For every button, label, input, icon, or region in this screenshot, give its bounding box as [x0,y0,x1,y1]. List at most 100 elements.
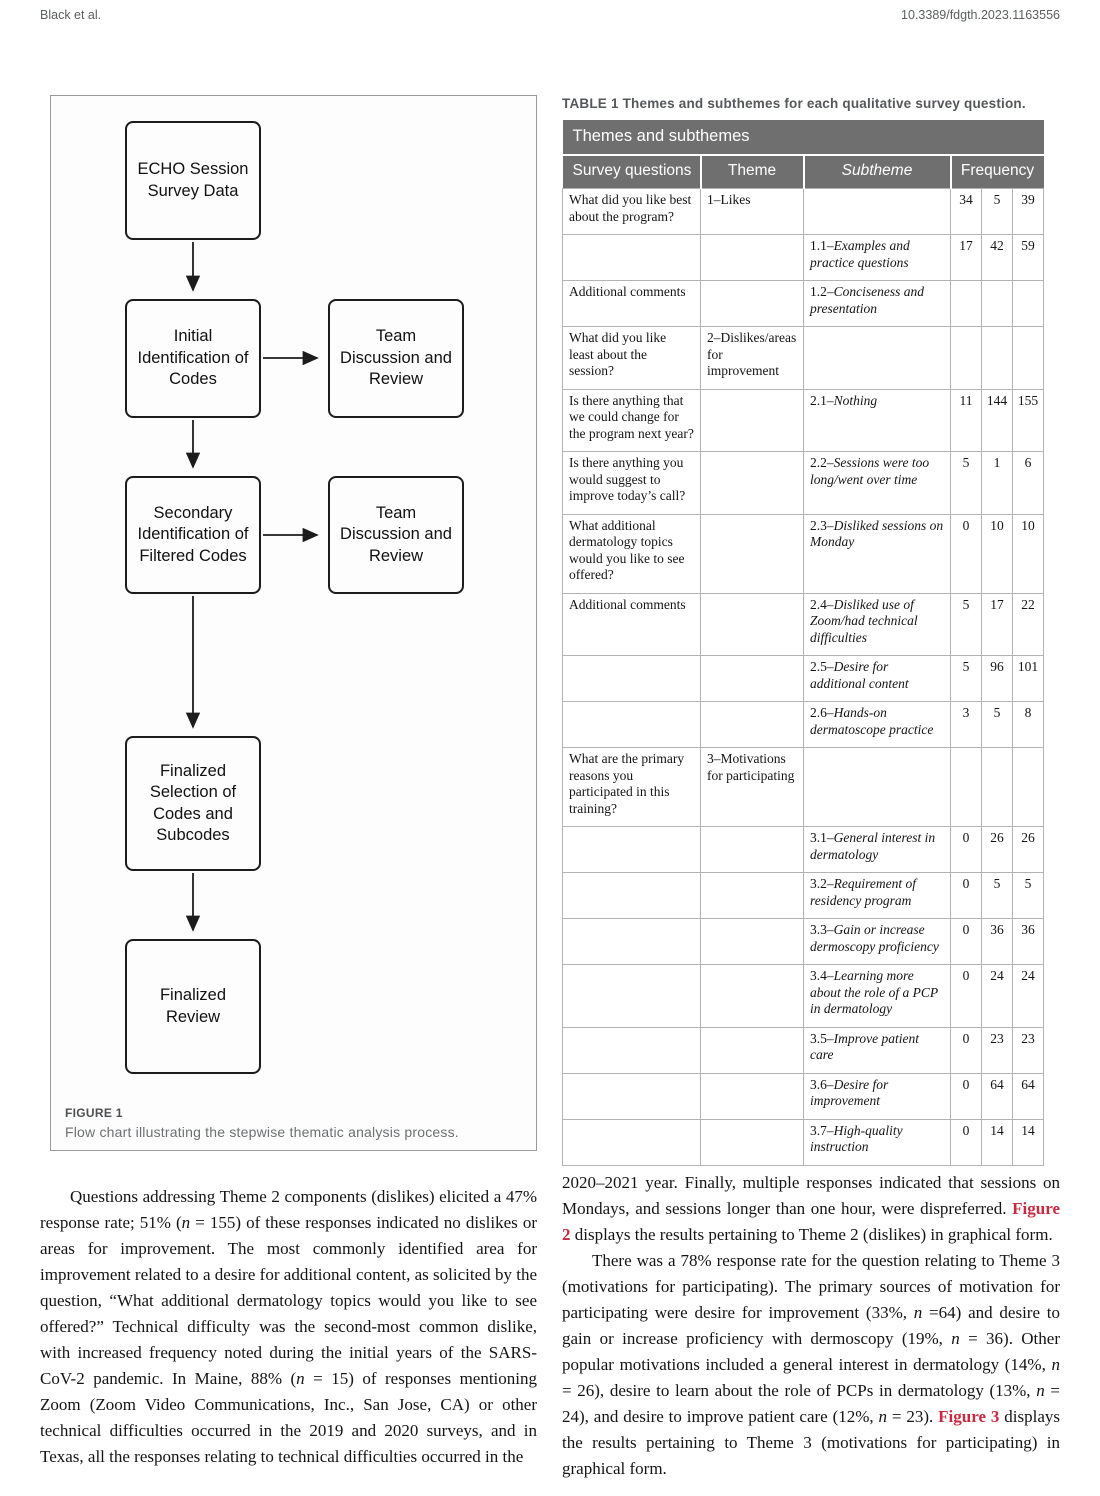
table-1-block: TABLE 1 Themes and subthemes for each qu… [562,96,1045,1166]
frequency-cell-1 [950,326,982,390]
frequency-cell-1: 0 [950,1026,982,1074]
frequency-cell-2 [981,280,1013,327]
theme-cell [700,388,804,452]
figure-reference-link[interactable]: Figure 2 [562,1199,1060,1244]
flowchart: ECHO Session Survey Data Initial Identif… [51,96,536,1150]
survey-question-cell: Additional comments [562,280,701,327]
subtheme-cell: 2.6–Hands-on dermatoscope practice [803,701,951,748]
table-row: What additional dermatology topics would… [562,513,1045,594]
flow-node-echo-session-survey-data: ECHO Session Survey Data [125,121,261,240]
frequency-cell-1: 0 [950,513,982,594]
subtheme-cell: 2.4–Disliked use of Zoom/had technical d… [803,592,951,656]
italic-n: n [181,1213,191,1232]
frequency-cell-3: 24 [1011,964,1045,1028]
survey-question-cell: What did you like best about the program… [562,188,701,235]
frequency-cell-2: 1 [981,451,1013,515]
frequency-cell-1 [950,747,982,827]
subtheme-cell: 2.1–Nothing [803,388,951,452]
flow-arrows [185,242,319,932]
flow-node-initial-identification-of-codes: Initial Identification of Codes [125,299,261,418]
subtheme-cell: 2.3–Disliked sessions on Monday [803,513,951,594]
frequency-cell-3: 26 [1011,826,1045,873]
theme-cell [700,701,804,748]
body-column-right: 2020–2021 year. Finally, multiple respon… [562,1170,1060,1482]
frequency-cell-1: 3 [950,701,982,748]
flow-node-finalized-selection-of-codes-and-subcodes: Finalized Selection of Codes and Subcode… [125,736,261,871]
italic-n: n [878,1407,888,1426]
frequency-cell-3 [1011,326,1045,390]
frequency-cell-3: 23 [1011,1026,1045,1074]
survey-question-cell [562,234,701,281]
frequency-cell-1: 0 [950,918,982,965]
frequency-cell-1: 0 [950,872,982,919]
italic-n: n [1036,1381,1045,1400]
col-header-survey-questions: Survey questions [562,155,701,189]
table-row: What did you like best about the program… [562,188,1045,235]
flow-node-team-discussion-and-review-2: Team Discussion and Review [328,476,464,594]
figure-reference-link[interactable]: Figure 3 [938,1407,1000,1426]
frequency-cell-1 [950,280,982,327]
table-row: Additional comments 2.4–Disliked use of Z… [562,592,1045,656]
theme-cell [700,918,804,965]
figure-1-caption: FIGURE 1 Flow chart illustrating the ste… [65,1106,522,1140]
frequency-cell-2: 64 [981,1072,1013,1120]
frequency-cell-3: 6 [1011,451,1045,515]
theme-cell [700,234,804,281]
col-header-subtheme: Subtheme [802,155,951,189]
body-text: = 36). Other popular motivations include… [562,1329,1060,1374]
theme-cell: 2–Dislikes/areas for improvement [700,326,804,390]
table-row: What are the primary reasons you partici… [562,747,1045,827]
survey-question-cell: What additional dermatology topics would… [562,513,701,594]
frequency-cell-2: 24 [981,964,1013,1028]
survey-question-cell: What are the primary reasons you partici… [562,747,701,827]
frequency-cell-1: 11 [950,388,982,452]
running-author: Black et al. [40,8,102,22]
survey-question-cell: Is there anything that we could change f… [562,388,701,452]
survey-question-cell [562,701,701,748]
doi-text: 10.3389/fdgth.2023.1163556 [901,8,1060,22]
survey-question-cell [562,872,701,919]
italic-n: n [296,1369,305,1388]
table-band-row: Themes and subthemes [562,120,1044,156]
survey-question-cell: Is there anything you would suggest to i… [562,451,701,515]
frequency-cell-2: 14 [981,1118,1013,1166]
survey-question-cell [562,964,701,1028]
subtheme-cell: 3.7–High-quality instruction [803,1118,951,1166]
figure-1-panel: ECHO Session Survey Data Initial Identif… [50,95,537,1151]
frequency-cell-1: 5 [950,451,982,515]
theme-cell [700,1072,804,1120]
frequency-cell-2: 42 [981,234,1013,281]
frequency-cell-3 [1011,747,1045,827]
italic-n: n [1051,1355,1061,1374]
frequency-cell-3: 5 [1011,872,1045,919]
body-text: = 24), and desire to improve patient car… [562,1381,1060,1426]
italic-n: n [951,1329,960,1348]
theme-cell [700,592,804,656]
frequency-cell-3: 36 [1011,918,1045,965]
table-row: 3.3–Gain or increase dermoscopy proficie… [562,918,1045,965]
theme-cell: 3–Motivations for participating [700,747,804,827]
table-row: Is there anything you would suggest to i… [562,451,1045,515]
subtheme-cell: 1.1–Examples and practice questions [803,234,951,281]
body-text: 2020–2021 year. Finally, multiple respon… [562,1173,1060,1218]
frequency-cell-3: 14 [1011,1118,1045,1166]
frequency-cell-1: 5 [950,655,982,702]
frequency-cell-3: 10 [1011,513,1045,594]
body-text: There was a 78% response rate for the qu… [562,1251,1060,1322]
body-text: =64) and desire to gain or increase prof… [562,1303,1060,1348]
table-column-header-row: Survey questions Theme Subtheme Frequenc… [562,155,1044,189]
body-text: Questions addressing Theme 2 components … [40,1187,537,1232]
flow-node-secondary-identification-of-filtered-codes: Secondary Identification of Filtered Cod… [125,476,261,594]
survey-question-cell: Additional comments [562,592,701,656]
frequency-cell-1: 17 [950,234,982,281]
frequency-cell-2: 26 [981,826,1013,873]
subtheme-cell: 1.2–Conciseness and presentation [803,280,951,327]
subtheme-cell: 3.3–Gain or increase dermoscopy proficie… [803,918,951,965]
survey-question-cell [562,918,701,965]
body-column-left: Questions addressing Theme 2 components … [40,1184,537,1470]
